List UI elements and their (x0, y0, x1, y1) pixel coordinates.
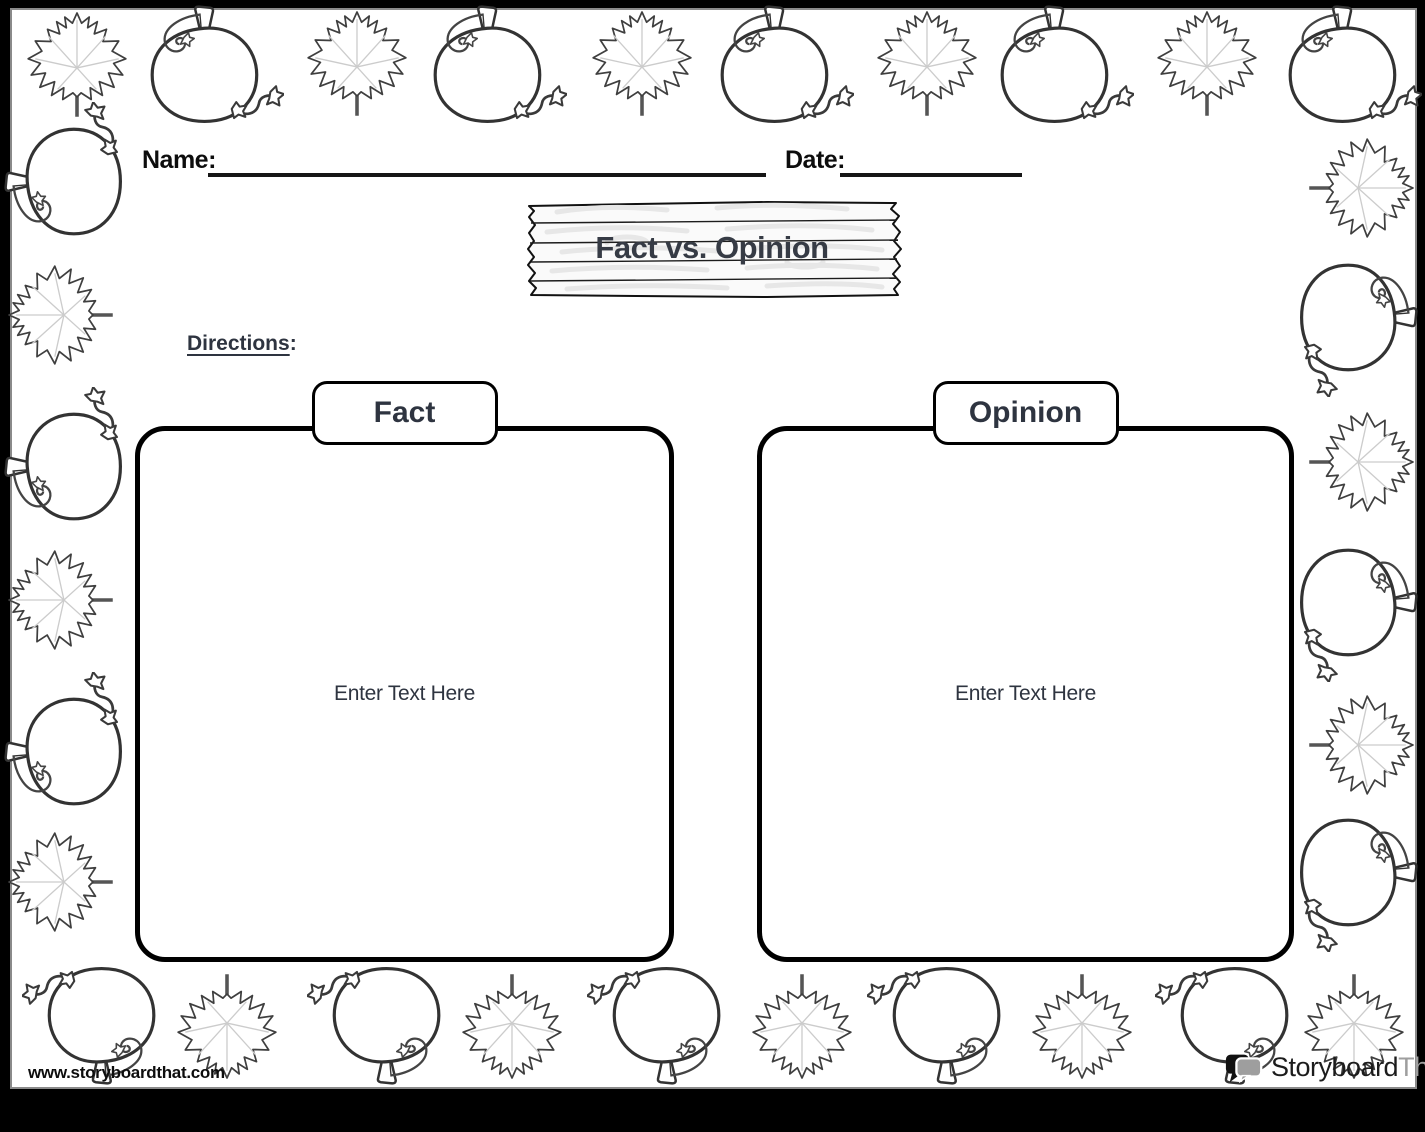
maple-leaf-icon (461, 960, 563, 1080)
fact-box[interactable]: Enter Text Here (135, 426, 674, 962)
pumpkin-icon (1272, 3, 1422, 133)
maple-leaf-icon (306, 10, 408, 130)
pumpkin-icon (704, 3, 854, 133)
pumpkin-icon (1290, 532, 1420, 682)
pumpkin-icon (2, 672, 132, 822)
directions-colon: : (289, 332, 297, 355)
fact-placeholder-text[interactable]: Enter Text Here (333, 682, 475, 705)
speech-bubbles-icon (1225, 1054, 1263, 1084)
page-title: Fact vs. Opinion (595, 230, 829, 265)
pumpkin-icon (417, 3, 567, 133)
opinion-placeholder-text[interactable]: Enter Text Here (954, 682, 1096, 705)
opinion-tab: Opinion (932, 381, 1119, 445)
maple-leaf-icon (7, 549, 127, 651)
pumpkin-icon (2, 102, 132, 252)
logo-text-that: That (1398, 1051, 1425, 1082)
maple-leaf-icon (876, 10, 978, 130)
date-label: Date: (785, 146, 846, 174)
maple-leaf-icon (7, 831, 127, 933)
logo-text-storyboard: Storyboard (1271, 1051, 1399, 1082)
website-url: www.storyboardthat.com (28, 1063, 225, 1082)
pumpkin-icon (587, 957, 737, 1087)
storyboardthat-logo: StoryboardThat (1224, 1050, 1425, 1084)
maple-leaf-icon (591, 10, 693, 130)
pumpkin-icon (984, 3, 1134, 133)
maple-leaf-icon (1156, 10, 1258, 130)
worksheet-page: Name: Date: Fact vs. Opinion Directions:… (7, 8, 1425, 1089)
directions-word: Directions (187, 332, 290, 355)
wooden-sign-icon (527, 201, 902, 298)
maple-leaf-icon (7, 264, 127, 366)
pumpkin-icon (307, 957, 457, 1087)
title-sign: Fact vs. Opinion (517, 196, 907, 300)
pumpkin-icon (134, 3, 284, 133)
fact-tab: Fact (311, 381, 498, 445)
pumpkin-icon (2, 387, 132, 537)
pumpkin-icon (1290, 247, 1420, 397)
date-fill-in-line[interactable] (840, 135, 1022, 177)
directions-label: Directions: (187, 332, 297, 356)
fact-panel: Fact Enter Text Here (135, 381, 674, 962)
opinion-panel: Opinion Enter Text Here (757, 381, 1294, 962)
maple-leaf-icon (1031, 960, 1133, 1080)
pumpkin-icon (867, 957, 1017, 1087)
maple-leaf-icon (1295, 137, 1415, 239)
maple-leaf-icon (751, 960, 853, 1080)
maple-leaf-icon (1295, 411, 1415, 513)
name-fill-in-line[interactable] (208, 135, 766, 177)
maple-leaf-icon (1295, 694, 1415, 796)
name-label: Name: (142, 146, 216, 174)
maple-leaf-icon (176, 960, 278, 1080)
pumpkin-icon (1290, 802, 1420, 952)
opinion-box[interactable]: Enter Text Here (757, 426, 1294, 962)
